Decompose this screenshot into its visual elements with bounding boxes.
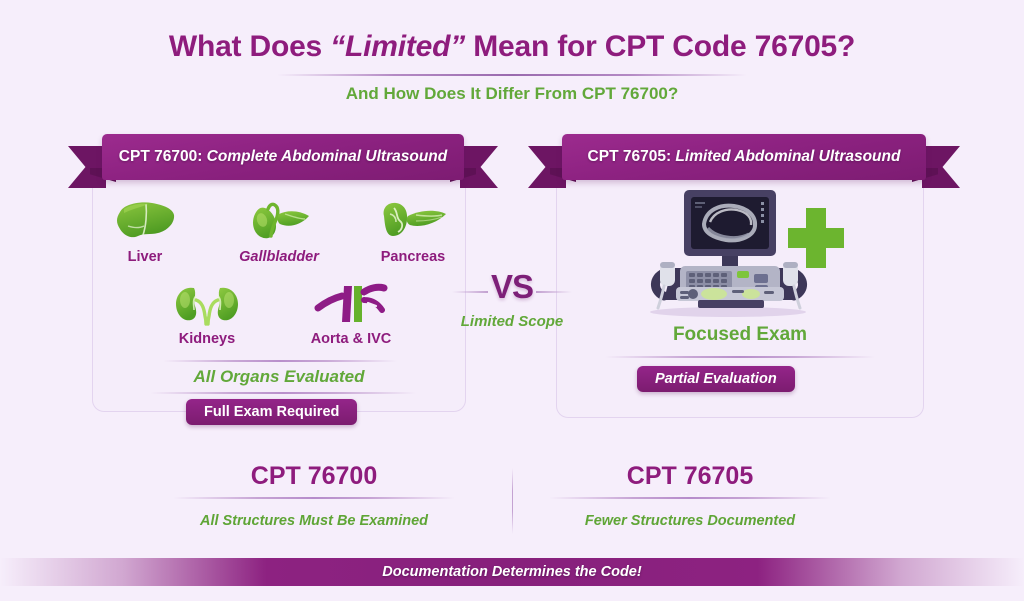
gallbladder-icon: [243, 196, 315, 244]
comparison-divider: [173, 497, 455, 499]
left-ribbon-code: CPT 76700:: [118, 148, 203, 165]
organ-item-gallbladder: Gallbladder: [231, 196, 327, 265]
left-badge: Full Exam Required: [186, 399, 358, 425]
vs-sublabel: Limited Scope: [460, 313, 564, 330]
right-ribbon-band: CPT 76705: Limited Abdominal Ultrasound: [562, 134, 926, 180]
organ-row-secondary: Kidneys Aorta & IVC: [92, 278, 466, 347]
left-ribbon-label: CPT 76700: Complete Abdominal Ultrasound: [119, 148, 447, 166]
comparison-code: CPT 76705: [626, 462, 754, 490]
left-summary-divider-top: [163, 360, 397, 362]
organ-label: Aorta & IVC: [310, 331, 392, 347]
left-ribbon-band: CPT 76700: Complete Abdominal Ultrasound: [102, 134, 464, 180]
page-title-pre: What Does: [168, 30, 331, 63]
aorta-ivc-icon: [314, 278, 388, 326]
organ-label: Liver: [127, 249, 163, 265]
right-ribbon-desc: Limited Abdominal Ultrasound: [675, 148, 901, 165]
page-title-quoted: “Limited”: [330, 30, 466, 63]
organ-item-liver: Liver: [97, 196, 193, 265]
organ-item-kidneys: Kidneys: [159, 278, 255, 347]
right-ribbon-banner: CPT 76705: Limited Abdominal Ultrasound: [528, 134, 960, 188]
left-summary-text: All Organs Evaluated: [193, 367, 365, 386]
comparison-text: Fewer Structures Documented: [584, 513, 796, 529]
comparison-vertical-divider: [512, 468, 513, 534]
right-summary-divider: [605, 356, 875, 358]
comparison-code: CPT 76700: [250, 462, 378, 490]
comparison-text: All Structures Must Be Examined: [199, 513, 429, 529]
organ-label: Kidneys: [178, 331, 236, 347]
ribbon-tail-left-icon: [528, 146, 566, 188]
comparison-column-left: CPT 76700 All Structures Must Be Examine…: [144, 462, 484, 529]
right-summary-text: Focused Exam: [672, 324, 808, 345]
left-summary-divider-bottom: [150, 392, 416, 394]
pancreas-icon: [376, 196, 450, 244]
comparison-divider: [549, 497, 831, 499]
footer-text: Documentation Determines the Code!: [382, 564, 642, 580]
organ-item-aorta-ivc: Aorta & IVC: [303, 278, 399, 347]
medical-cross-icon: [788, 208, 844, 268]
vs-divider-right: [536, 291, 572, 293]
left-panel-card: [92, 160, 466, 412]
footer-banner: Documentation Determines the Code!: [0, 558, 1024, 586]
organ-item-pancreas: Pancreas: [365, 196, 461, 265]
title-divider: [277, 74, 747, 76]
left-ribbon-desc: Complete Abdominal Ultrasound: [206, 148, 448, 165]
page-title: What Does “Limited” Mean for CPT Code 76…: [0, 30, 1024, 64]
left-ribbon-banner: CPT 76700: Complete Abdominal Ultrasound: [68, 134, 498, 188]
right-ribbon-code: CPT 76705:: [587, 148, 672, 165]
page-title-post: Mean for CPT Code 76705?: [465, 30, 856, 63]
liver-icon: [114, 196, 176, 244]
right-ribbon-label: CPT 76705: Limited Abdominal Ultrasound: [588, 148, 901, 166]
ribbon-tail-right-icon: [922, 146, 960, 188]
vs-divider-left: [452, 291, 488, 293]
organ-label: Pancreas: [380, 249, 446, 265]
organ-row-primary: Liver Gallbladder: [92, 196, 466, 265]
comparison-section: CPT 76700 All Structures Must Be Examine…: [0, 462, 1024, 544]
right-badge: Partial Evaluation: [637, 366, 795, 392]
comparison-column-right: CPT 76705 Fewer Structures Documented: [520, 462, 860, 529]
page-subtitle: And How Does It Differ From CPT 76700?: [345, 84, 679, 103]
vs-label: VS: [490, 268, 534, 305]
ribbon-tail-left-icon: [68, 146, 106, 188]
kidneys-icon: [172, 278, 242, 326]
ribbon-tail-right-icon: [460, 146, 498, 188]
ultrasound-machine-icon: [636, 188, 844, 318]
organ-label: Gallbladder: [239, 249, 319, 265]
